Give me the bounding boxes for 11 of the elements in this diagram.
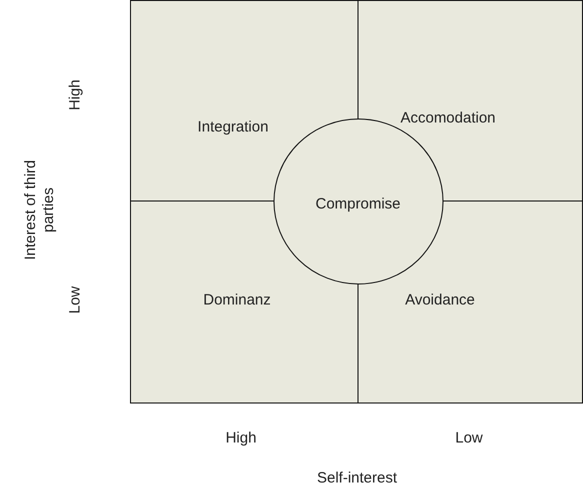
axis-tick-label: Low <box>455 430 483 446</box>
quadrant-label: Integration <box>198 118 268 136</box>
axis-title: Self-interest <box>316 470 398 486</box>
circle-label: Compromise <box>315 196 401 212</box>
axis-tick-label: Low <box>66 286 84 314</box>
quadrant-label: Accomodation <box>400 110 496 126</box>
axis-tick-label: High <box>66 80 84 110</box>
axis-title: Interest of third parties <box>22 158 58 262</box>
quadrant-label: Dominanz <box>203 292 271 308</box>
axis-tick-label: High <box>226 430 256 446</box>
quadrant-label: Avoidance <box>405 292 475 308</box>
